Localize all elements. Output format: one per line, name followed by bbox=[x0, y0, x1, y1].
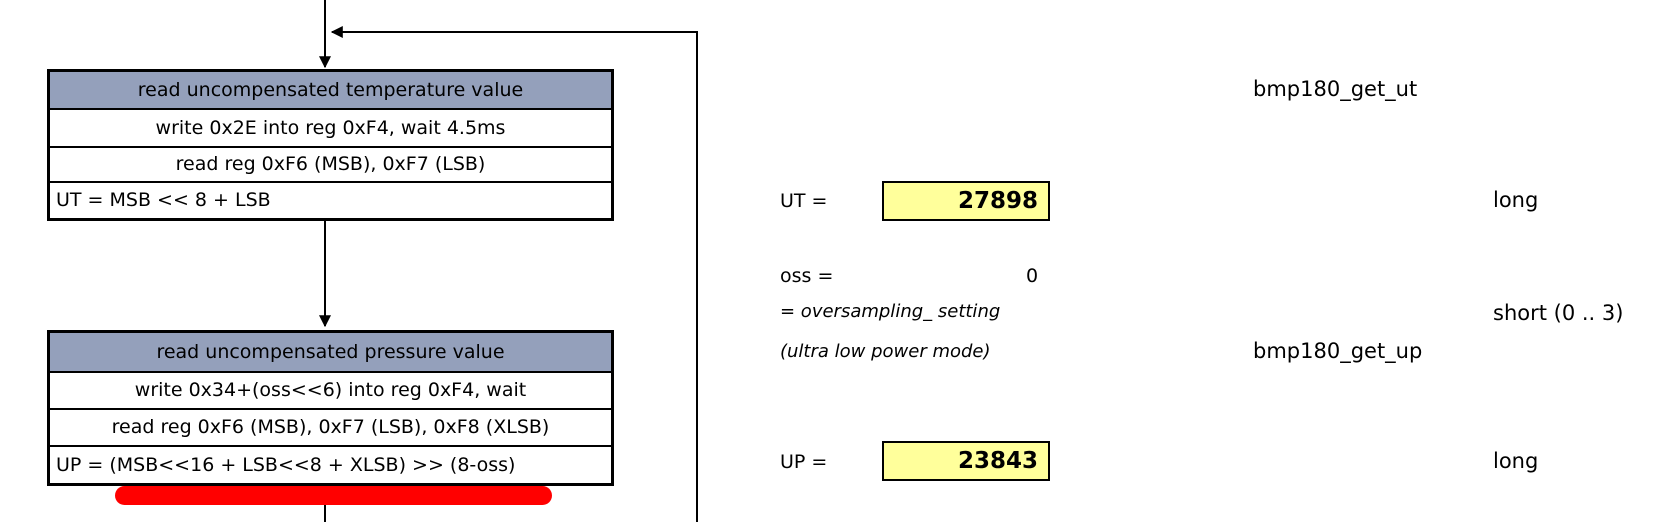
temperature-step-write: write 0x2E into reg 0xF4, wait 4.5ms bbox=[50, 108, 611, 146]
oss-value: 0 bbox=[1026, 265, 1039, 287]
loop-back-line bbox=[330, 26, 698, 522]
pressure-step-compute: UP = (MSB<<16 + LSB<<8 + XLSB) >> (8-oss… bbox=[50, 445, 611, 483]
temperature-block: read uncompensated temperature value wri… bbox=[47, 69, 614, 221]
temperature-step-compute: UT = MSB << 8 + LSB bbox=[50, 181, 611, 218]
temperature-step-read: read reg 0xF6 (MSB), 0xF7 (LSB) bbox=[50, 146, 611, 181]
pressure-block: read uncompensated pressure value write … bbox=[47, 330, 614, 486]
up-value: 23843 bbox=[882, 441, 1050, 481]
oss-label: oss = bbox=[780, 265, 834, 287]
temperature-block-header: read uncompensated temperature value bbox=[50, 72, 611, 108]
pressure-block-header: read uncompensated pressure value bbox=[50, 333, 611, 371]
function-name-get-ut: bmp180_get_ut bbox=[1253, 77, 1418, 101]
pressure-step-write: write 0x34+(oss<<6) into reg 0xF4, wait bbox=[50, 371, 611, 408]
oss-type: short (0 .. 3) bbox=[1493, 301, 1624, 325]
highlight-underline bbox=[115, 486, 552, 505]
function-name-get-up: bmp180_get_up bbox=[1253, 339, 1423, 363]
up-type: long bbox=[1493, 449, 1539, 473]
pressure-step-read: read reg 0xF6 (MSB), 0xF7 (LSB), 0xF8 (X… bbox=[50, 408, 611, 445]
ut-type: long bbox=[1493, 188, 1539, 212]
oss-note-mode: (ultra low power mode) bbox=[780, 341, 991, 362]
ut-label: UT = bbox=[780, 190, 828, 212]
ut-value: 27898 bbox=[882, 181, 1050, 221]
oss-note-oversampling: = oversampling_ setting bbox=[780, 301, 1001, 322]
up-label: UP = bbox=[780, 451, 828, 473]
